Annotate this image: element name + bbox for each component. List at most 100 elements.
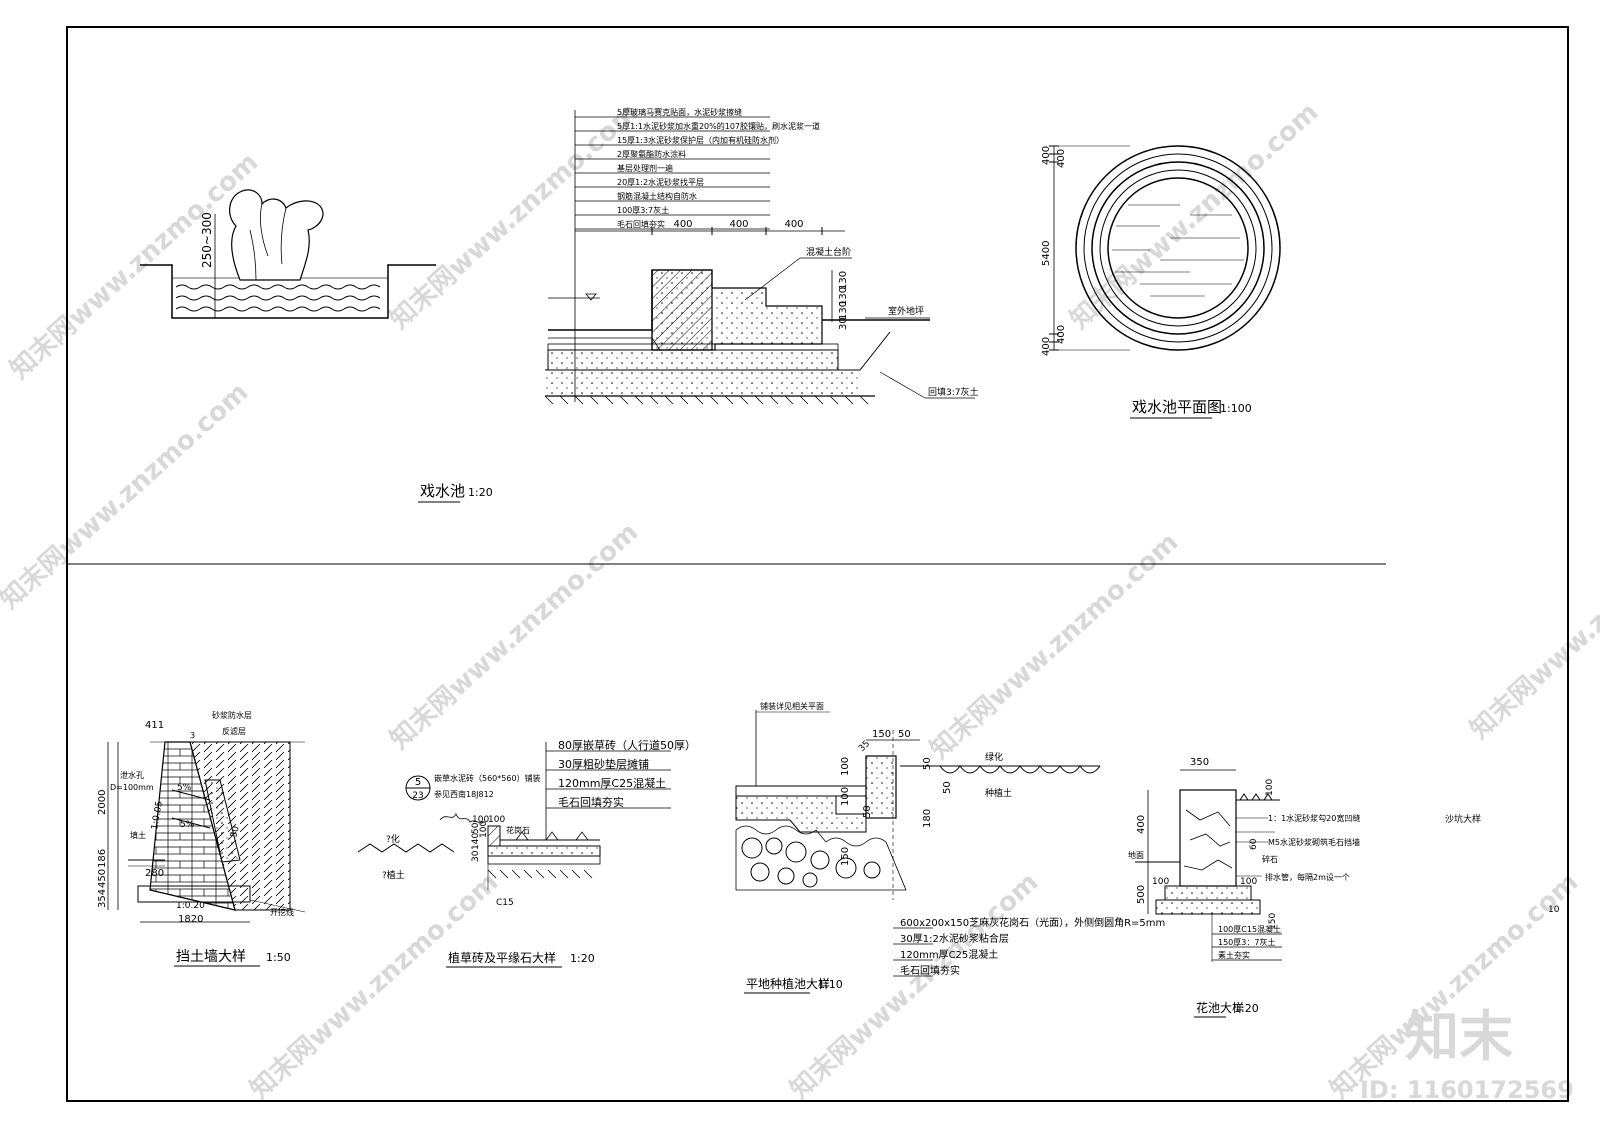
paver-label-soil: ?植土 (382, 869, 405, 881)
watermark-text: 知末网www.znzmo.com (385, 517, 645, 755)
layer-label: 100厚3:7灰土 (617, 205, 669, 215)
pool-dim-50a: 50 (862, 805, 873, 818)
bed-note-1: 1：1水泥砂浆勾20宽凹缝 (1268, 813, 1360, 823)
layer-label: 毛石回填夯实 (900, 964, 960, 977)
label-concrete-step: 混凝土台阶 (806, 246, 851, 258)
bed-dim-150: 150 (1268, 913, 1278, 930)
fountain-plan: 400 400 5400 400 400 戏水池平面图 1:100 (1041, 145, 1281, 419)
wall-h3: 186 (97, 849, 108, 868)
retaining-wall-title: 挡土墙大样 (176, 949, 246, 965)
wall-dim-50: 50 (229, 825, 242, 839)
dim-side-1: 130 (838, 271, 849, 290)
wall-note: 开挖线 (270, 907, 294, 917)
paver-dim-1: 100 (472, 815, 489, 825)
wall-ratio-2: 1:0.20 (176, 901, 205, 911)
layer-label: 100厚C15混凝土 (1218, 924, 1281, 934)
retaining-wall-scale: 1:50 (266, 951, 291, 964)
paver-dim-4: 140 (471, 833, 481, 850)
watermark-text: 知末网www.znzmo.com (385, 97, 645, 335)
plan-title: 戏水池平面图 (1132, 398, 1222, 416)
plan-dim-4: 400 (1056, 325, 1067, 344)
layer-callouts: 600x200x150芝麻灰花岗石（光面），外侧倒圆角R=5mm 30厚1:2水泥… (893, 916, 1165, 977)
wall-h2: 280 (145, 868, 164, 879)
page-number: 10 (1548, 905, 1560, 915)
layer-label: 20厚1:2水泥砂浆找平层 (617, 177, 704, 187)
pool-label-green: 绿化 (985, 751, 1003, 763)
wall-drain: 泄水孔 (120, 770, 144, 780)
layer-label: 120mm厚C25混凝土 (900, 948, 998, 961)
wall-waterproof: 砂浆防水层 (212, 710, 252, 720)
bed-scale: 1:20 (1234, 1002, 1259, 1015)
pool-label-soil: 种植土 (985, 787, 1012, 799)
pool-dim-top-2: 50 (898, 729, 911, 740)
layer-label: 5厚1:1水泥砂浆加水重20%的107胶镶贴，刷水泥浆一道 (617, 121, 820, 131)
layer-callouts: 5厚玻璃马赛克贴面，水泥砂浆擦缝5厚1:1水泥砂浆加水重20%的107胶镶贴，刷… (575, 107, 820, 230)
bed-label-gravel: 碎石 (1262, 854, 1278, 864)
bed-dim-100: 100 (1265, 779, 1275, 796)
pool-dim-top-1: 150 (872, 729, 891, 740)
wall-dim-3: 3 (190, 731, 195, 740)
paver-ref-den: 23 (412, 791, 423, 801)
bed-title: 花池大样 (1196, 1000, 1244, 1015)
plan-scale: 1:100 (1220, 402, 1252, 415)
layer-label: 80厚嵌草砖（人行道50厚） (558, 738, 696, 752)
pool-dim-35: 35 (857, 739, 872, 754)
layer-label: 120mm厚C25混凝土 (558, 776, 666, 790)
plan-dim-2: 400 (1056, 149, 1067, 168)
dim-top-2: 400 (729, 219, 748, 230)
watermark-text: 知末网www.znzmo.com (1325, 867, 1585, 1105)
paver-label-c15: C15 (496, 898, 514, 908)
fountain-scale: 1:20 (468, 486, 493, 499)
bed-dim-350: 350 (1190, 757, 1209, 768)
layer-label: 600x200x150芝麻灰花岗石（光面），外侧倒圆角R=5mm (900, 916, 1165, 929)
bed-dim-100b: 100 (1240, 877, 1257, 887)
paver-title: 植草砖及平缘石大样 (448, 950, 556, 965)
bed-dim-100a: 100 (1152, 877, 1169, 887)
bed-label-pipe: 排水管，每隔2m设一个 (1265, 872, 1350, 882)
wall-soil: 填土 (130, 830, 146, 840)
wall-top-dim: 411 (145, 720, 164, 731)
layer-label: 2厚聚氨酯防水涂料 (617, 149, 686, 159)
dim-small: 30 (838, 317, 849, 330)
pool-scale: 1:10 (818, 978, 843, 991)
pool-dim-50b: 50 (922, 757, 933, 770)
watermark-text: 知末网www.znzmo.com (1465, 507, 1600, 745)
fountain-sculpture-section: 250~300 (140, 189, 436, 319)
watermark-text: 知末网www.znzmo.com (1065, 97, 1325, 335)
dim-side-3: 130 (838, 301, 849, 320)
wall-h1: 2000 (97, 790, 108, 815)
paver-ref-text-2: 参见西南18J812 (434, 789, 494, 799)
watermark-text: 知末网www.znzmo.com (925, 527, 1185, 765)
pool-dim-50c: 50 (942, 781, 953, 794)
paver-dim-5: 50 (471, 822, 481, 834)
label-outdoor-ground: 室外地坪 (888, 305, 924, 317)
layer-label: 毛石回填夯实 (558, 795, 624, 809)
layer-label: 毛石回填夯实 (617, 219, 665, 229)
plan-dim-1: 400 (1041, 146, 1052, 165)
wall-ratio-1: 1:0.05 (150, 800, 165, 830)
wall-h4: 450 (97, 869, 108, 888)
layer-label: 钢筋混凝土结构自防水 (617, 191, 697, 201)
flower-bed-detail: 350 100 400 500 100 100 150 60 地面 碎石 排水管… (1128, 757, 1360, 1018)
pool-dim-180: 180 (922, 809, 933, 828)
bed-dim-400: 400 (1136, 815, 1147, 834)
paver-label-green: ?化 (386, 833, 400, 845)
planting-pool-detail: 铺装详见相关平面 150 50 35 100 100 50 150 50 50 … (735, 701, 1165, 994)
plan-dim-5: 400 (1041, 337, 1052, 356)
watermark-logo: 知末 (1405, 1005, 1513, 1068)
layer-label: 15厚1:3水泥砂浆保护层（内加有机硅防水剂） (617, 135, 784, 145)
pool-dim-100b: 100 (840, 787, 851, 806)
layer-label: 30厚1:2水泥砂浆粘合层 (900, 932, 1009, 945)
pool-dim-100a: 100 (840, 757, 851, 776)
dim-top-3: 400 (784, 219, 803, 230)
paver-ref-text-1: 嵌草水泥砖（560*560）铺装 (434, 773, 541, 783)
dim-top-1: 400 (673, 219, 692, 230)
bed-dim-60: 60 (1249, 838, 1259, 850)
pool-dim-150: 150 (840, 847, 851, 866)
label-backfill: 回填3:7灰土 (928, 386, 979, 398)
wall-slope-1: 5% (177, 783, 192, 793)
pool-top-note: 铺装详见相关平面 (760, 701, 824, 711)
fountain-detail-section: 5厚玻璃马赛克贴面，水泥砂浆擦缝5厚1:1水泥砂浆加水重20%的107胶镶贴，刷… (418, 107, 979, 503)
paver-dim-6: 100 (479, 821, 489, 838)
